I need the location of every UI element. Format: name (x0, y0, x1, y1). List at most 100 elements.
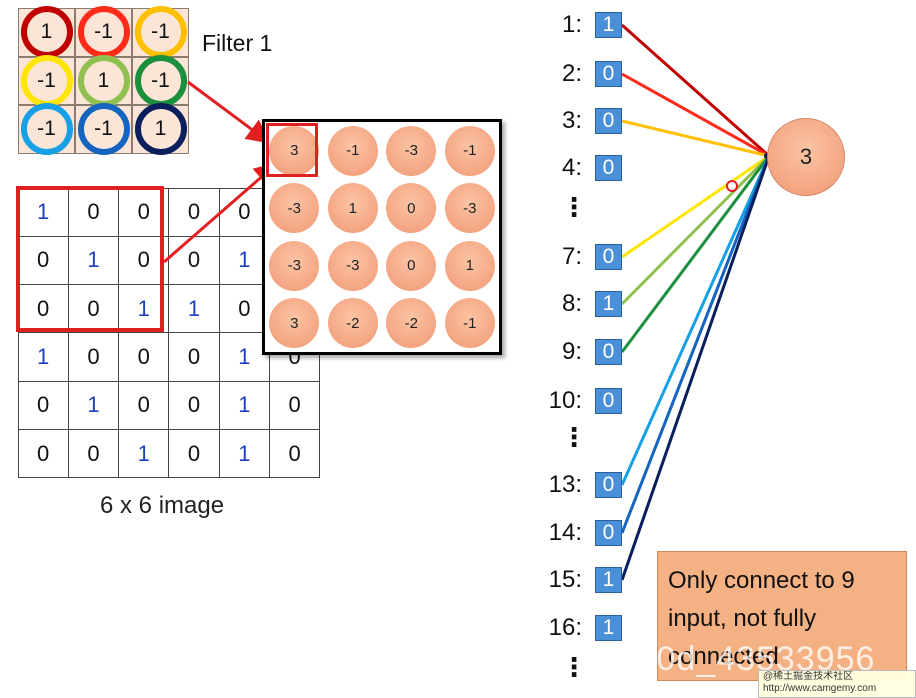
image-pixel: 0 (118, 380, 170, 430)
image-pixel: 1 (218, 380, 270, 430)
feature-map-value: -1 (327, 125, 378, 176)
connection-line (620, 155, 771, 581)
image-pixel: 1 (67, 235, 120, 286)
input-index-label: 14: (548, 519, 582, 546)
feature-map-value: -1 (444, 125, 495, 176)
filter-weight: -1 (77, 6, 130, 59)
feature-map-cell: 3 (265, 122, 324, 180)
feature-map-value: -3 (327, 240, 378, 291)
input-index-label: 8: (561, 290, 582, 317)
feature-map-cell: -3 (441, 180, 500, 238)
filter-cell: 1 (132, 103, 189, 156)
feature-map-value: 3 (269, 125, 320, 176)
input-index-label: 2: (561, 60, 582, 87)
credit-badge: @稀土掘金技术社区 http://www.camgemy.com (758, 670, 916, 698)
image-pixel: 0 (17, 428, 69, 479)
input-value-box: 1 (595, 12, 622, 38)
feature-map-value: -3 (269, 183, 320, 234)
feature-map-cell: -3 (324, 237, 383, 295)
feature-map-cell: 0 (382, 180, 441, 238)
connection-line (620, 155, 771, 534)
feature-map-cell: 0 (382, 237, 441, 295)
input-index-label: 4: (561, 154, 582, 181)
feature-map-value: 1 (444, 240, 495, 291)
feature-map-value: 3 (269, 298, 320, 349)
input-index-label: 16: (548, 614, 582, 641)
image-pixel: 1 (17, 332, 69, 382)
image-pixel: 0 (118, 332, 170, 382)
input-index-label: 13: (548, 471, 582, 498)
ellipsis-icon: ⋮ (561, 422, 587, 452)
ellipsis-icon: ⋮ (561, 652, 587, 682)
feature-map-cell: -1 (441, 295, 500, 353)
filter-weight: 1 (134, 103, 187, 156)
image-pixel: 0 (67, 428, 120, 479)
patch-to-feature-arrow (163, 162, 279, 264)
feature-map-value: -2 (327, 298, 378, 349)
input-value-box: 1 (595, 615, 622, 641)
feature-map-cell: -3 (265, 180, 324, 238)
cursor-pin-icon (726, 180, 738, 192)
image-pixel: 1 (17, 187, 69, 237)
connection-line (620, 155, 771, 353)
image-pixel: 1 (218, 332, 270, 382)
image-pixel: 1 (118, 428, 170, 479)
image-pixel: 1 (67, 380, 120, 430)
feature-map-cell: -1 (441, 122, 500, 180)
receptive-field-highlight (16, 186, 164, 332)
feature-map-cell: 3 (265, 295, 324, 353)
connection-line (621, 23, 770, 158)
feature-map-cell: 1 (324, 180, 383, 238)
output-neuron: 3 (767, 118, 845, 196)
feature-map-cell: -3 (382, 122, 441, 180)
filter-cell: 1 (75, 54, 132, 107)
filter-cell: 1 (18, 6, 75, 59)
connection-line (620, 154, 771, 306)
image-pixel: 0 (168, 187, 220, 237)
feature-map-value: 1 (327, 183, 378, 234)
filter-weight: 1 (77, 54, 130, 107)
feature-map-cell: -2 (382, 295, 441, 353)
image-pixel: 0 (17, 235, 69, 286)
credit-line-2: http://www.camgemy.com (763, 683, 877, 694)
input-value-box: 0 (595, 520, 622, 546)
input-value-box: 0 (595, 339, 622, 365)
note-box: Only connect to 9 input, not fully conne… (657, 551, 907, 681)
feature-map-value: 0 (386, 240, 437, 291)
input-index-label: 9: (561, 338, 582, 365)
image-pixel: 0 (268, 428, 321, 479)
feature-map-value: -1 (444, 298, 495, 349)
filter-cell: -1 (18, 103, 75, 156)
input-index-label: 3: (561, 107, 582, 134)
input-value-box: 0 (595, 472, 622, 498)
feature-map-value: -3 (386, 125, 437, 176)
feature-map-cell: -1 (324, 122, 383, 180)
filter-weight: 1 (20, 6, 73, 59)
input-value-box: 0 (595, 388, 622, 414)
input-value-box: 1 (595, 567, 622, 593)
feature-map-cell: -3 (265, 237, 324, 295)
image-pixel: 0 (168, 428, 220, 479)
feature-map-value: -2 (386, 298, 437, 349)
connection-line (621, 119, 770, 158)
feature-map-cell: -2 (324, 295, 383, 353)
filter-weight: -1 (77, 103, 130, 156)
input-value-box: 1 (595, 291, 622, 317)
input-index-label: 1: (561, 11, 582, 38)
image-pixel: 0 (218, 284, 270, 334)
feature-map-value: -3 (269, 240, 320, 291)
input-value-box: 0 (595, 108, 622, 134)
ellipsis-icon: ⋮ (561, 192, 587, 222)
feature-map-value: -3 (444, 183, 495, 234)
feature-map-value: 0 (386, 183, 437, 234)
image-caption: 6 x 6 image (100, 492, 225, 519)
connection-line (621, 72, 770, 158)
input-index-label: 10: (548, 387, 582, 414)
image-pixel: 0 (168, 235, 220, 286)
input-index-label: 15: (548, 566, 582, 593)
filter-weight: -1 (20, 103, 73, 156)
